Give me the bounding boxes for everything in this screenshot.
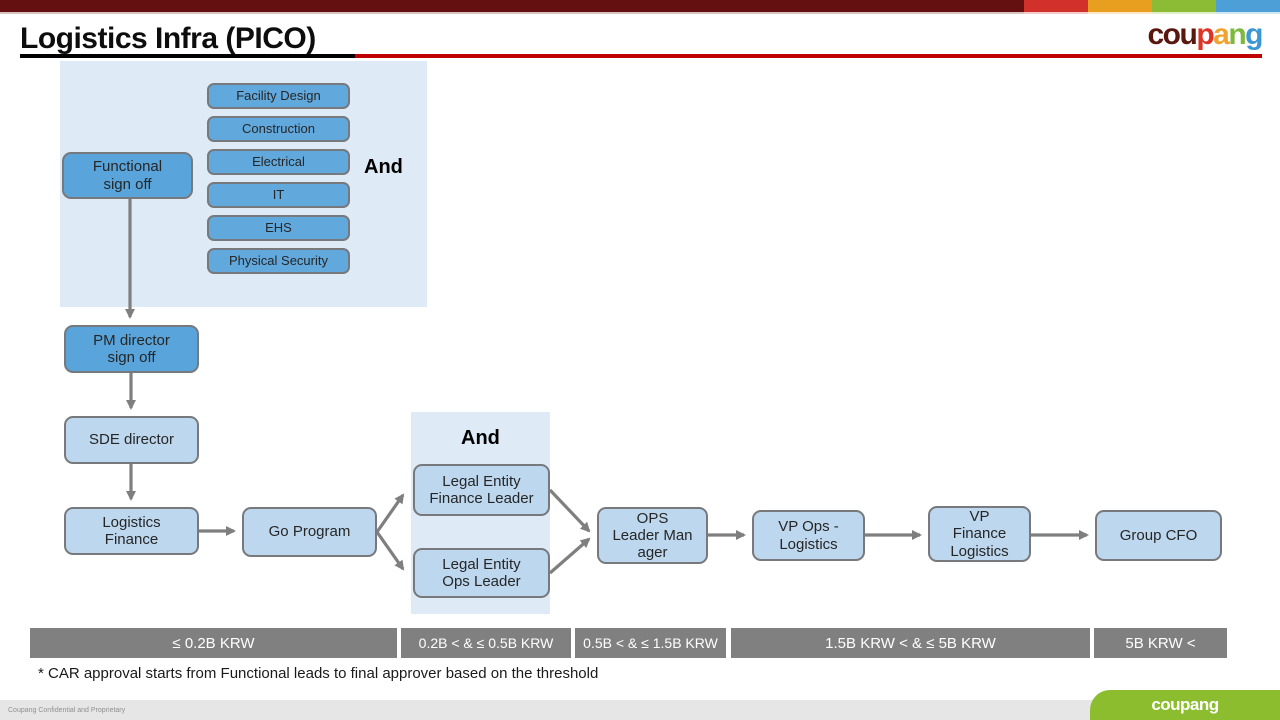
logo-letter-group: g xyxy=(1245,18,1263,51)
node-physical-security: Physical Security xyxy=(207,248,350,274)
logo-letter-group: cou xyxy=(1147,18,1197,51)
top-bar-tint xyxy=(1216,12,1280,14)
node-go-program: Go Program xyxy=(242,507,377,557)
and-label-functional: And xyxy=(364,156,403,178)
node-construction: Construction xyxy=(207,116,350,142)
node-it: IT xyxy=(207,182,350,208)
footer-coupang-logo: coupang xyxy=(1090,690,1280,720)
node-logistics-finance: Logistics Finance xyxy=(64,507,199,555)
page-title: Logistics Infra (PICO) xyxy=(20,22,316,55)
and-label-legal: And xyxy=(461,427,500,449)
node-legal-entity-finance-leader: Legal Entity Finance Leader xyxy=(413,464,550,516)
node-ehs: EHS xyxy=(207,215,350,241)
top-bar-tint xyxy=(0,12,1024,14)
top-bar-segment-red xyxy=(1024,0,1088,12)
top-bar-tint xyxy=(1024,12,1088,14)
logo-letter-group: n xyxy=(1228,18,1246,51)
top-bar xyxy=(0,0,1280,14)
threshold-bar-2: 0.2B < & ≤ 0.5B KRW xyxy=(401,628,571,658)
node-electrical: Electrical xyxy=(207,149,350,175)
node-legal-entity-ops-leader: Legal Entity Ops Leader xyxy=(413,548,550,598)
threshold-bar-3: 0.5B < & ≤ 1.5B KRW xyxy=(575,628,726,658)
top-bar-segment-maroon xyxy=(0,0,1024,12)
top-bar-tint xyxy=(1152,12,1216,14)
node-sde-director: SDE director xyxy=(64,416,199,464)
confidential-text: Coupang Confidential and Proprietary xyxy=(8,707,126,714)
node-vp-finance-logistics: VP Finance Logistics xyxy=(928,506,1031,562)
threshold-bar-1: ≤ 0.2B KRW xyxy=(30,628,397,658)
threshold-bar-5: 5B KRW < xyxy=(1094,628,1227,658)
footnote: * CAR approval starts from Functional le… xyxy=(38,665,599,682)
threshold-bar-4: 1.5B KRW < & ≤ 5B KRW xyxy=(731,628,1090,658)
node-ops-leader-manager: OPS Leader Man ager xyxy=(597,507,708,564)
node-group-cfo: Group CFO xyxy=(1095,510,1222,561)
logo-letter-group: p xyxy=(1196,18,1214,51)
coupang-logo: coupang xyxy=(1147,18,1263,52)
node-functional-sign-off: Functional sign off xyxy=(62,152,193,199)
title-underline-red xyxy=(355,54,1262,58)
top-bar-tint xyxy=(1088,12,1152,14)
title-underline-black xyxy=(20,54,355,58)
top-bar-segment-orange xyxy=(1088,0,1152,12)
logo-letter-group: a xyxy=(1213,18,1230,51)
node-pm-director-sign-off: PM director sign off xyxy=(64,325,199,373)
node-facility-design: Facility Design xyxy=(207,83,350,109)
top-bar-segment-green xyxy=(1152,0,1216,12)
node-vp-ops-logistics: VP Ops - Logistics xyxy=(752,510,865,561)
footer-strip xyxy=(0,700,1280,720)
top-bar-segment-blue xyxy=(1216,0,1280,12)
